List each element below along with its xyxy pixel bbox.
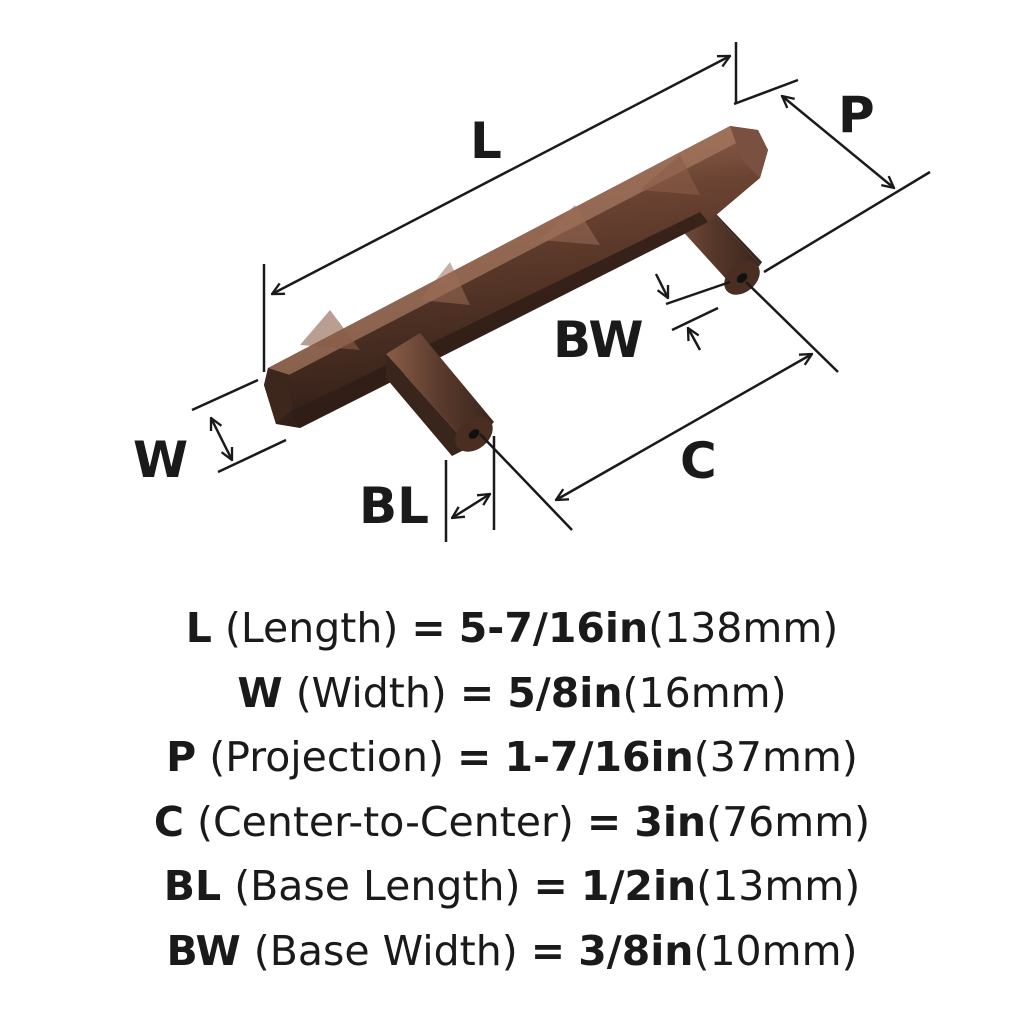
spec-row-center-to-center: C (Center-to-Center) = 3in(76mm) — [0, 790, 1024, 855]
spec-row-width: W (Width) = 5/8in(16mm) — [0, 661, 1024, 726]
spec-row-length: L (Length) = 5-7/16in(138mm) — [0, 596, 1024, 661]
spec-equals: = — [411, 604, 446, 652]
spec-name: (Width) — [295, 668, 447, 717]
spec-abbr: BW — [166, 926, 241, 975]
spec-name: (Base Width) — [253, 926, 518, 975]
spec-list: L (Length) = 5-7/16in(138mm) W (Width) =… — [0, 596, 1024, 983]
spec-metric: (37mm) — [693, 733, 858, 781]
pull-bar — [264, 126, 768, 428]
spec-name: (Length) — [224, 604, 399, 652]
label-center-to-center: C — [680, 432, 717, 490]
spec-imperial: 3/8in — [578, 926, 694, 975]
spec-metric: (16mm) — [622, 668, 787, 717]
spec-equals: = — [586, 797, 622, 846]
spec-row-base-length: BL (Base Length) = 1/2in(13mm) — [0, 854, 1024, 919]
spec-name: (Base Length) — [234, 862, 521, 910]
spec-name: (Projection) — [209, 733, 444, 781]
label-projection: P — [838, 86, 875, 144]
spec-row-projection: P (Projection) = 1-7/16in(37mm) — [0, 725, 1024, 790]
spec-metric: (13mm) — [696, 862, 861, 910]
label-length: L — [470, 112, 502, 170]
spec-abbr: BL — [163, 862, 222, 910]
spec-imperial: 5-7/16in — [458, 604, 649, 652]
spec-abbr: C — [153, 797, 184, 846]
cabinet-pull-illustration — [264, 126, 768, 456]
dimension-diagram: L P W BW BL C — [133, 42, 931, 542]
spec-equals: = — [459, 668, 495, 717]
spec-equals: = — [530, 926, 566, 975]
spec-abbr: P — [166, 733, 197, 781]
spec-abbr: W — [237, 668, 283, 717]
spec-abbr: L — [185, 604, 212, 652]
spec-imperial: 5/8in — [507, 668, 623, 717]
left-post — [386, 333, 494, 456]
spec-metric: (138mm) — [648, 604, 839, 652]
spec-name: (Center-to-Center) — [196, 797, 574, 846]
label-width: W — [133, 431, 188, 489]
dimension-lines — [191, 42, 931, 542]
spec-metric: (10mm) — [693, 926, 858, 975]
spec-imperial: 1-7/16in — [504, 733, 694, 781]
spec-row-base-width: BW (Base Width) = 3/8in(10mm) — [0, 919, 1024, 984]
spec-imperial: 1/2in — [580, 862, 697, 910]
spec-metric: (76mm) — [706, 797, 871, 846]
spec-equals: = — [457, 733, 492, 781]
spec-imperial: 3in — [634, 797, 707, 846]
spec-equals: = — [533, 862, 568, 910]
label-base-width: BW — [553, 311, 644, 369]
label-base-length: BL — [359, 477, 429, 535]
